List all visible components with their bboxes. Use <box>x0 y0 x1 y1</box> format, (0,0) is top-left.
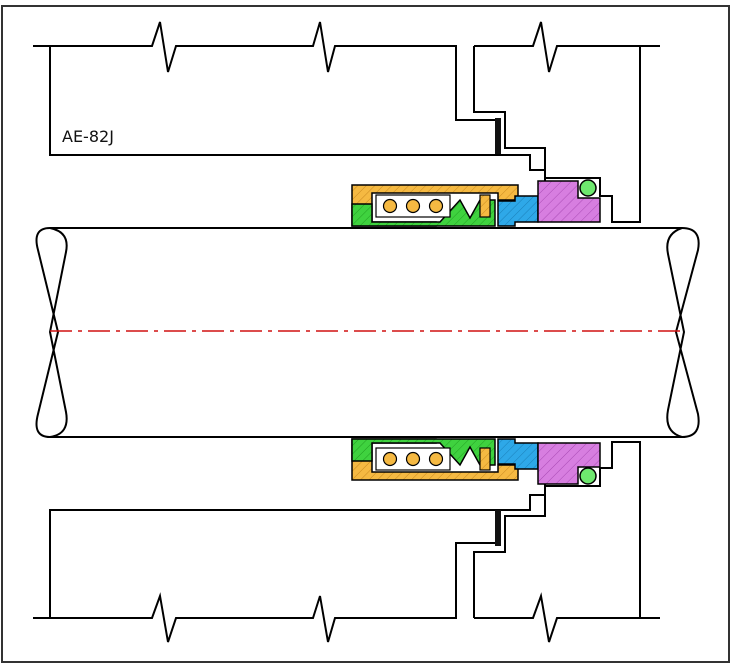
seal-assembly-bottom <box>351 438 601 485</box>
bellows-top <box>351 198 496 227</box>
rotary-face-bottom <box>497 438 539 470</box>
gland-top-body <box>473 46 641 223</box>
gasket-bottom <box>495 510 501 546</box>
seal-assembly-top <box>351 179 601 227</box>
rotary-face-top <box>497 195 539 227</box>
shaft <box>35 227 700 438</box>
gasket-top <box>495 118 501 154</box>
spring-coil-icon <box>405 198 421 214</box>
housing-top-gland-step <box>496 154 546 200</box>
spring-coil-icon <box>382 198 398 214</box>
retainer-bottom <box>479 447 491 471</box>
spring-coil-icon <box>405 451 421 467</box>
gland-top-right <box>474 21 660 73</box>
model-label: AE-82J <box>62 127 114 146</box>
stationary-seat-bottom <box>537 442 601 485</box>
spring-coil-icon <box>382 451 398 467</box>
shaft-right-end <box>666 227 686 438</box>
shaft-left-end <box>48 227 68 438</box>
bellows-bottom <box>351 438 496 467</box>
gland-bottom-body <box>473 441 641 618</box>
stationary-seat-top <box>537 180 601 223</box>
o-ring-top <box>579 179 597 197</box>
gland-bottom-right <box>474 592 660 643</box>
o-ring-bottom <box>579 467 597 485</box>
spring-coil-icon <box>428 451 444 467</box>
spring-coil-icon <box>428 198 444 214</box>
retainer-top <box>479 194 491 218</box>
